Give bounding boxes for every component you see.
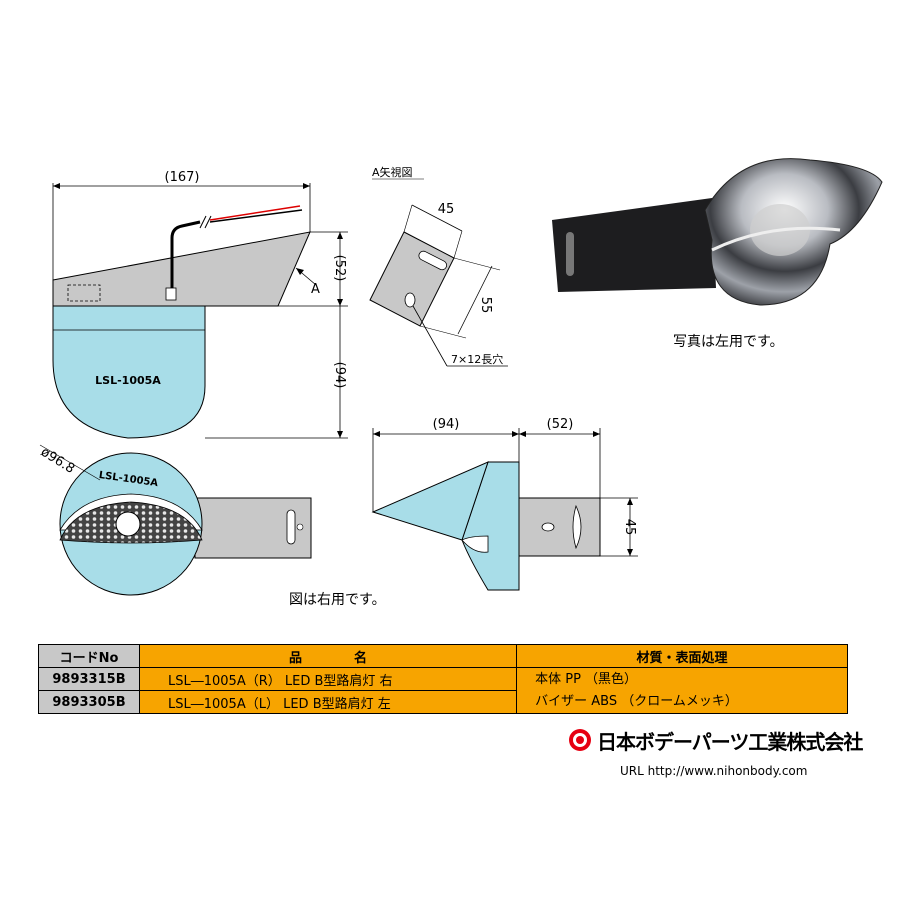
- header-name: 品 名: [138, 644, 518, 668]
- header-material: 材質・表面処理: [516, 644, 848, 668]
- label-A: A: [311, 282, 320, 297]
- view-A-title: A矢視図: [372, 165, 413, 179]
- dim-45-top: 45: [438, 202, 455, 217]
- caption-photo: 写真は左用です。: [673, 334, 784, 350]
- dim-167: (167): [165, 170, 200, 185]
- material-cell: 本体 PP （黒色） バイザー ABS （クロームメッキ）: [516, 667, 848, 714]
- dim-94-top: (94): [433, 417, 460, 432]
- caption-right-use: 図は右用です。: [289, 592, 386, 608]
- dim-diameter: ø96.8: [38, 445, 77, 477]
- dim-55: 55: [478, 297, 493, 314]
- company-name: 日本ボデーパーツ工業株式会社: [597, 729, 863, 754]
- spec-table: コードNo 品 名 材質・表面処理 9893315B LSL―1005A（R） …: [38, 644, 848, 714]
- header-code: コードNo: [38, 644, 140, 668]
- company-logo: 日本ボデーパーツ工業株式会社: [568, 727, 863, 754]
- dim-94-side: (94): [332, 362, 347, 389]
- model-label-side: LSL-1005A: [95, 374, 161, 387]
- side-view: (167) LSL-1005A A (52) (94): [52, 170, 348, 439]
- row-1-name: LSL―1005A（R） LED B型路肩灯 右: [138, 667, 518, 691]
- front-view: LSL-1005A ø96.8: [38, 445, 312, 596]
- material-line-1: 本体 PP （黒色）: [535, 671, 638, 687]
- logo-mark-icon: [569, 729, 591, 751]
- row-1-code: 9893315B: [38, 667, 140, 691]
- technical-drawing: (167) LSL-1005A A (52) (94) A矢視図: [38, 158, 883, 608]
- dim-45-right: 45: [622, 519, 637, 536]
- material-line-2: バイザー ABS （クロームメッキ）: [535, 693, 738, 709]
- dim-52-top: (52): [547, 417, 574, 432]
- company-url: URL http://www.nihonbody.com: [620, 764, 808, 778]
- slot-note: 7×12長穴: [451, 352, 503, 366]
- view-A: A矢視図 45 55 7×12長穴: [369, 165, 508, 367]
- top-view: (94) (52) 45: [371, 417, 638, 591]
- product-photo: [552, 158, 883, 306]
- row-2-code: 9893305B: [38, 690, 140, 714]
- row-2-name: LSL―1005A（L） LED B型路肩灯 左: [138, 690, 518, 714]
- dim-52-side: (52): [332, 255, 347, 282]
